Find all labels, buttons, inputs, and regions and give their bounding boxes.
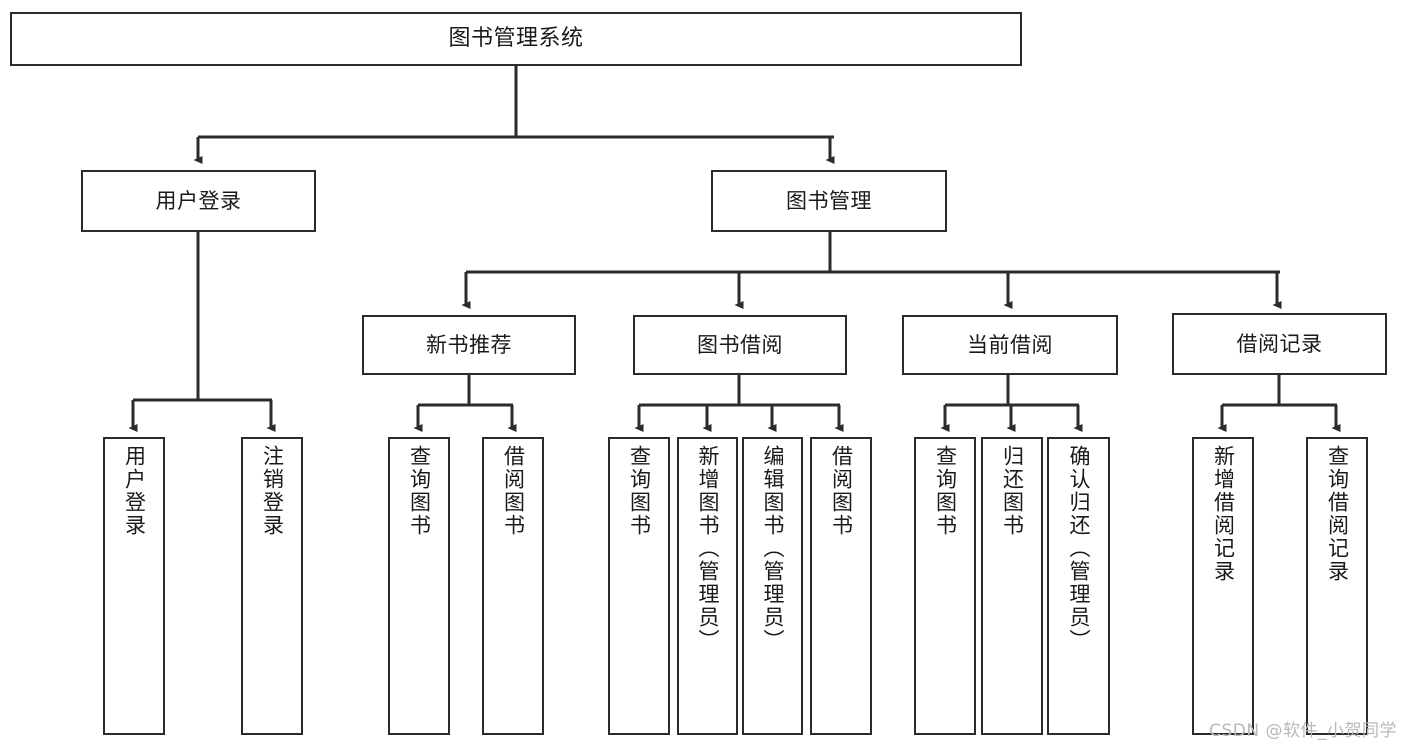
- leaf-return-book[interactable]: 归还图书: [981, 437, 1043, 735]
- leaf-query-book-3-label: 查询图书: [933, 445, 958, 537]
- leaf-borrow-book-1-label: 借阅图书: [501, 445, 526, 537]
- node-current-borrow-label: 当前借阅: [967, 332, 1053, 357]
- leaf-edit-book[interactable]: 编辑图书（管理员）: [742, 437, 803, 735]
- node-root-label: 图书管理系统: [448, 26, 584, 52]
- node-current-borrow[interactable]: 当前借阅: [902, 315, 1118, 375]
- node-book-manage[interactable]: 图书管理: [711, 170, 947, 232]
- node-root[interactable]: 图书管理系统: [10, 12, 1022, 66]
- leaf-confirm-return[interactable]: 确认归还（管理员）: [1047, 437, 1110, 735]
- leaf-query-book-3[interactable]: 查询图书: [914, 437, 976, 735]
- leaf-user-login[interactable]: 用户登录: [103, 437, 165, 735]
- node-user-login-label: 用户登录: [155, 188, 242, 213]
- leaf-borrow-book-2[interactable]: 借阅图书: [810, 437, 872, 735]
- node-user-login[interactable]: 用户登录: [81, 170, 316, 232]
- leaf-user-login-label: 用户登录: [122, 445, 147, 537]
- leaf-query-book-1[interactable]: 查询图书: [388, 437, 450, 735]
- csdn-watermark: CSDN @软件_小贺同学: [1209, 721, 1397, 741]
- leaf-logout-login[interactable]: 注销登录: [241, 437, 303, 735]
- node-new-book-recommend[interactable]: 新书推荐: [362, 315, 576, 375]
- leaf-query-book-2[interactable]: 查询图书: [608, 437, 670, 735]
- node-new-book-recommend-label: 新书推荐: [426, 332, 512, 357]
- leaf-query-record[interactable]: 查询借阅记录: [1306, 437, 1368, 735]
- leaf-edit-book-label: 编辑图书（管理员）: [761, 445, 785, 652]
- node-book-borrow[interactable]: 图书借阅: [633, 315, 847, 375]
- node-borrow-record-label: 借阅记录: [1236, 331, 1323, 356]
- leaf-add-book[interactable]: 新增图书（管理员）: [677, 437, 738, 735]
- leaf-borrow-book-1[interactable]: 借阅图书: [482, 437, 544, 735]
- node-book-manage-label: 图书管理: [786, 188, 872, 213]
- leaf-add-record-label: 新增借阅记录: [1211, 445, 1236, 583]
- leaf-confirm-return-label: 确认归还（管理员）: [1067, 445, 1091, 652]
- leaf-borrow-book-2-label: 借阅图书: [829, 445, 854, 537]
- leaf-query-book-1-label: 查询图书: [407, 445, 432, 537]
- leaf-add-book-label: 新增图书（管理员）: [696, 445, 720, 652]
- leaf-query-book-2-label: 查询图书: [627, 445, 652, 537]
- leaf-query-record-label: 查询借阅记录: [1325, 445, 1350, 583]
- leaf-add-record[interactable]: 新增借阅记录: [1192, 437, 1254, 735]
- node-borrow-record[interactable]: 借阅记录: [1172, 313, 1387, 375]
- node-book-borrow-label: 图书借阅: [697, 332, 783, 357]
- leaf-logout-login-label: 注销登录: [260, 445, 285, 537]
- leaf-return-book-label: 归还图书: [1000, 445, 1025, 537]
